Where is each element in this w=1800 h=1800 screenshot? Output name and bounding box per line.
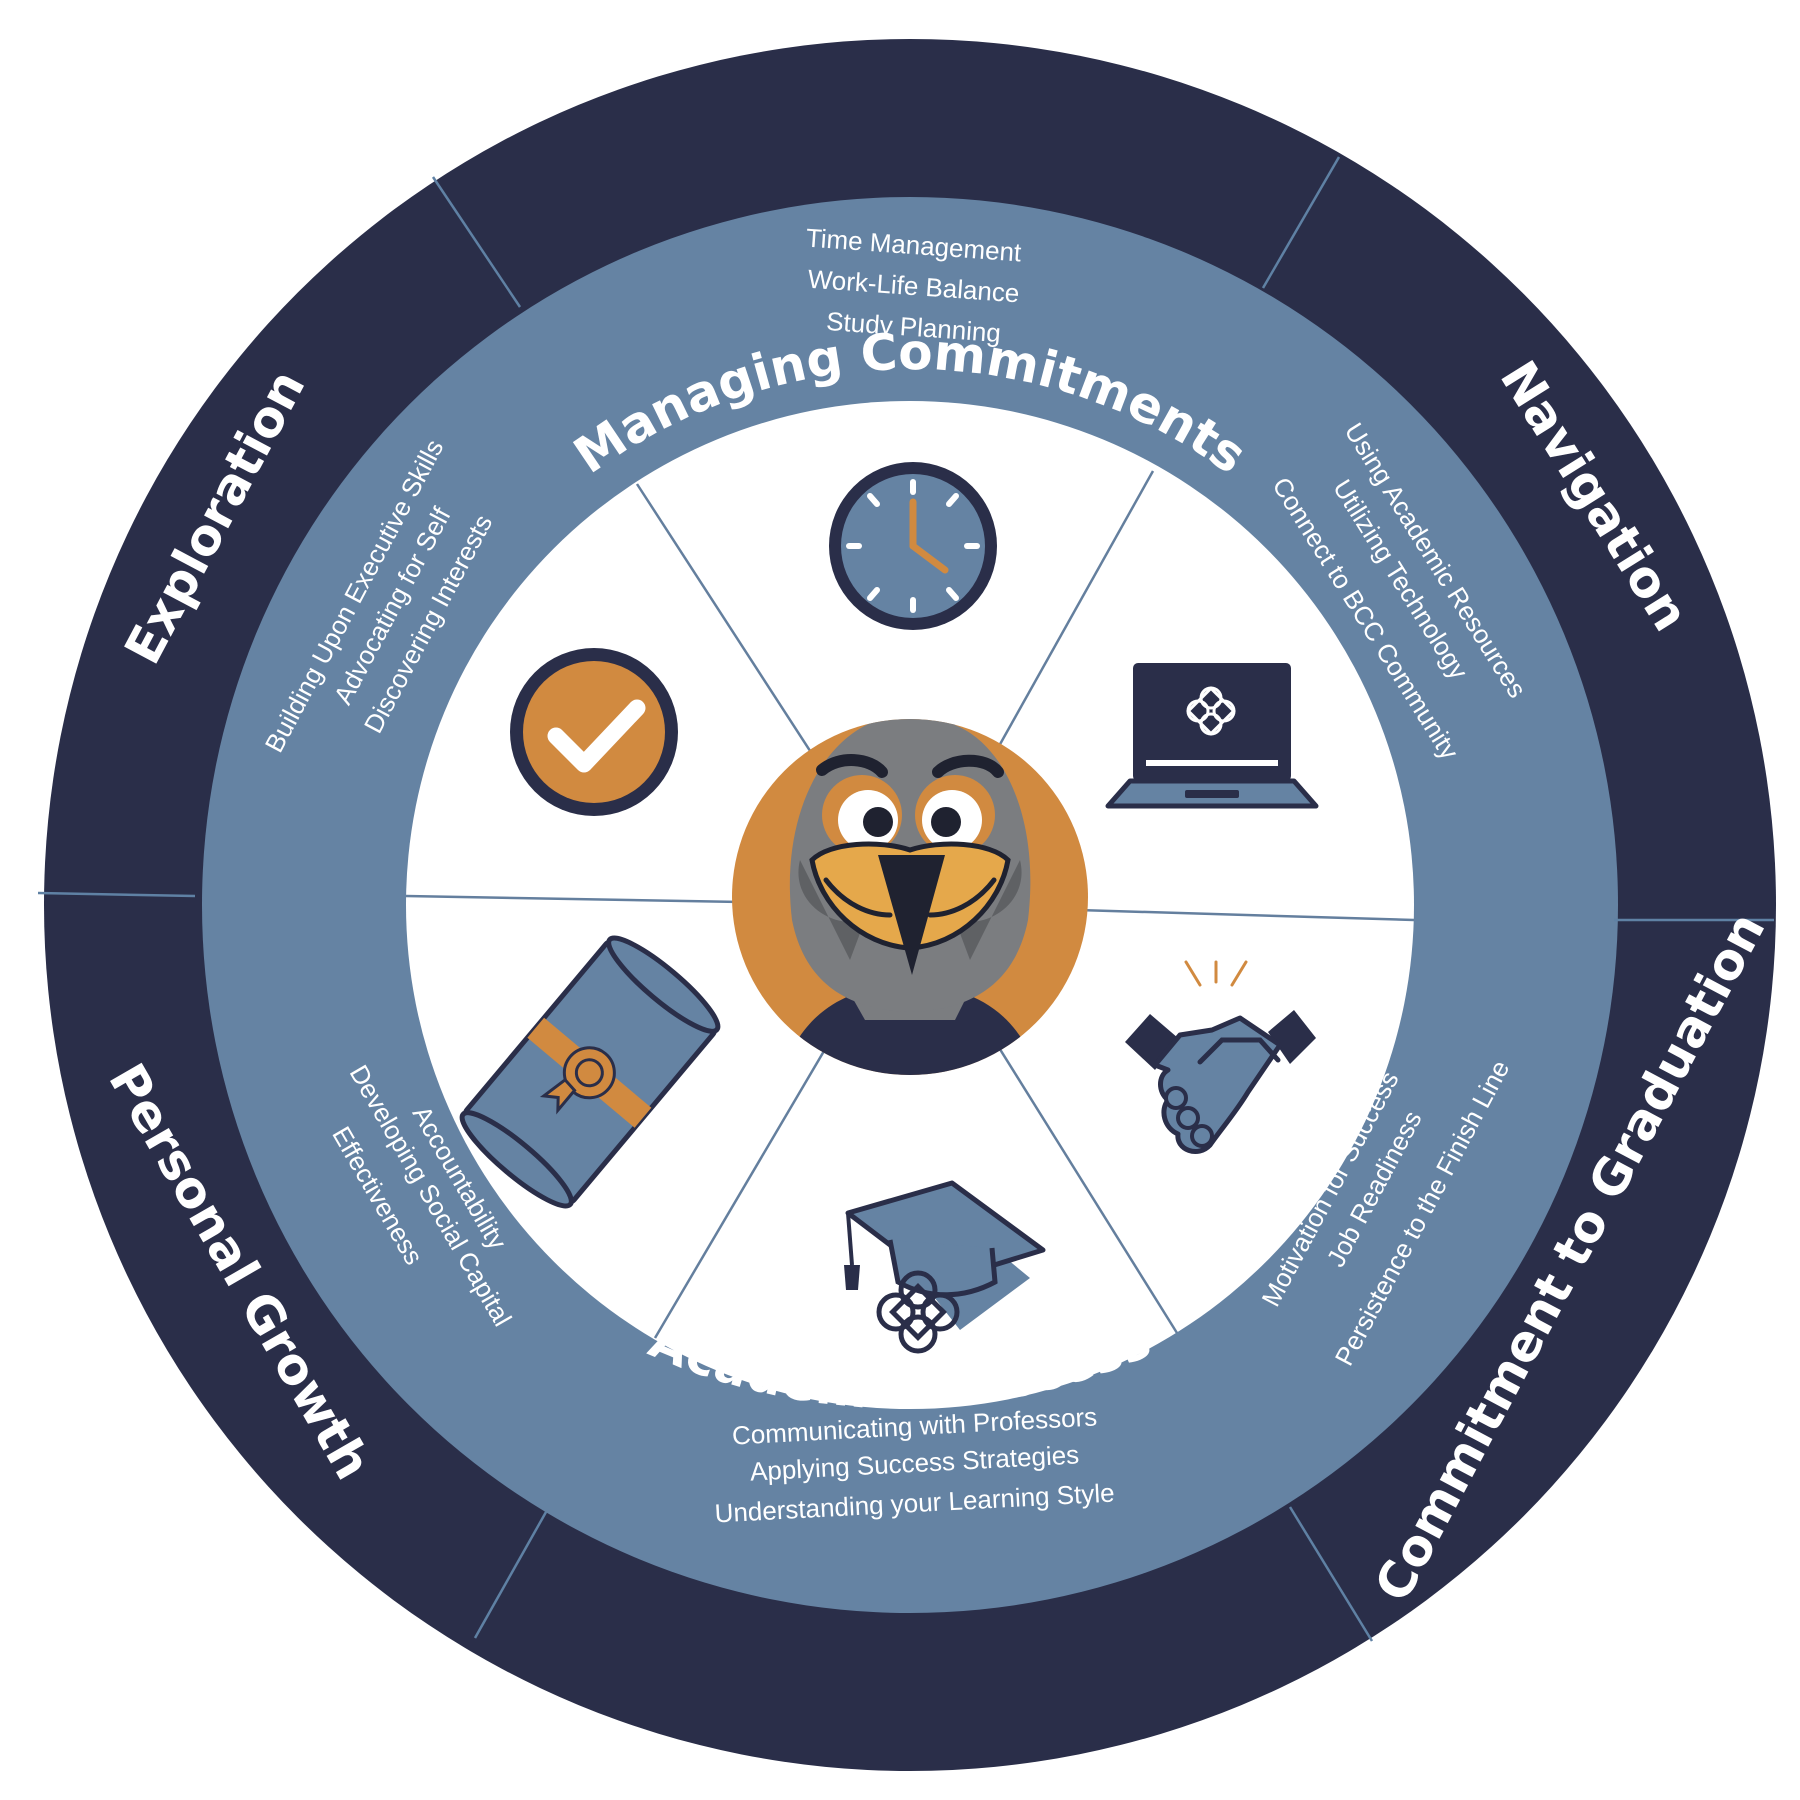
laptop-icon (1105, 663, 1319, 809)
diploma-icon (459, 935, 721, 1209)
checkmark-icon (510, 648, 678, 816)
eagle-mascot-icon (732, 719, 1088, 1075)
graduation-cap-icon (844, 1180, 1046, 1354)
clock-icon (829, 462, 997, 630)
handshake-icon (1125, 960, 1316, 1154)
outer-dividers (37, 156, 1774, 1642)
